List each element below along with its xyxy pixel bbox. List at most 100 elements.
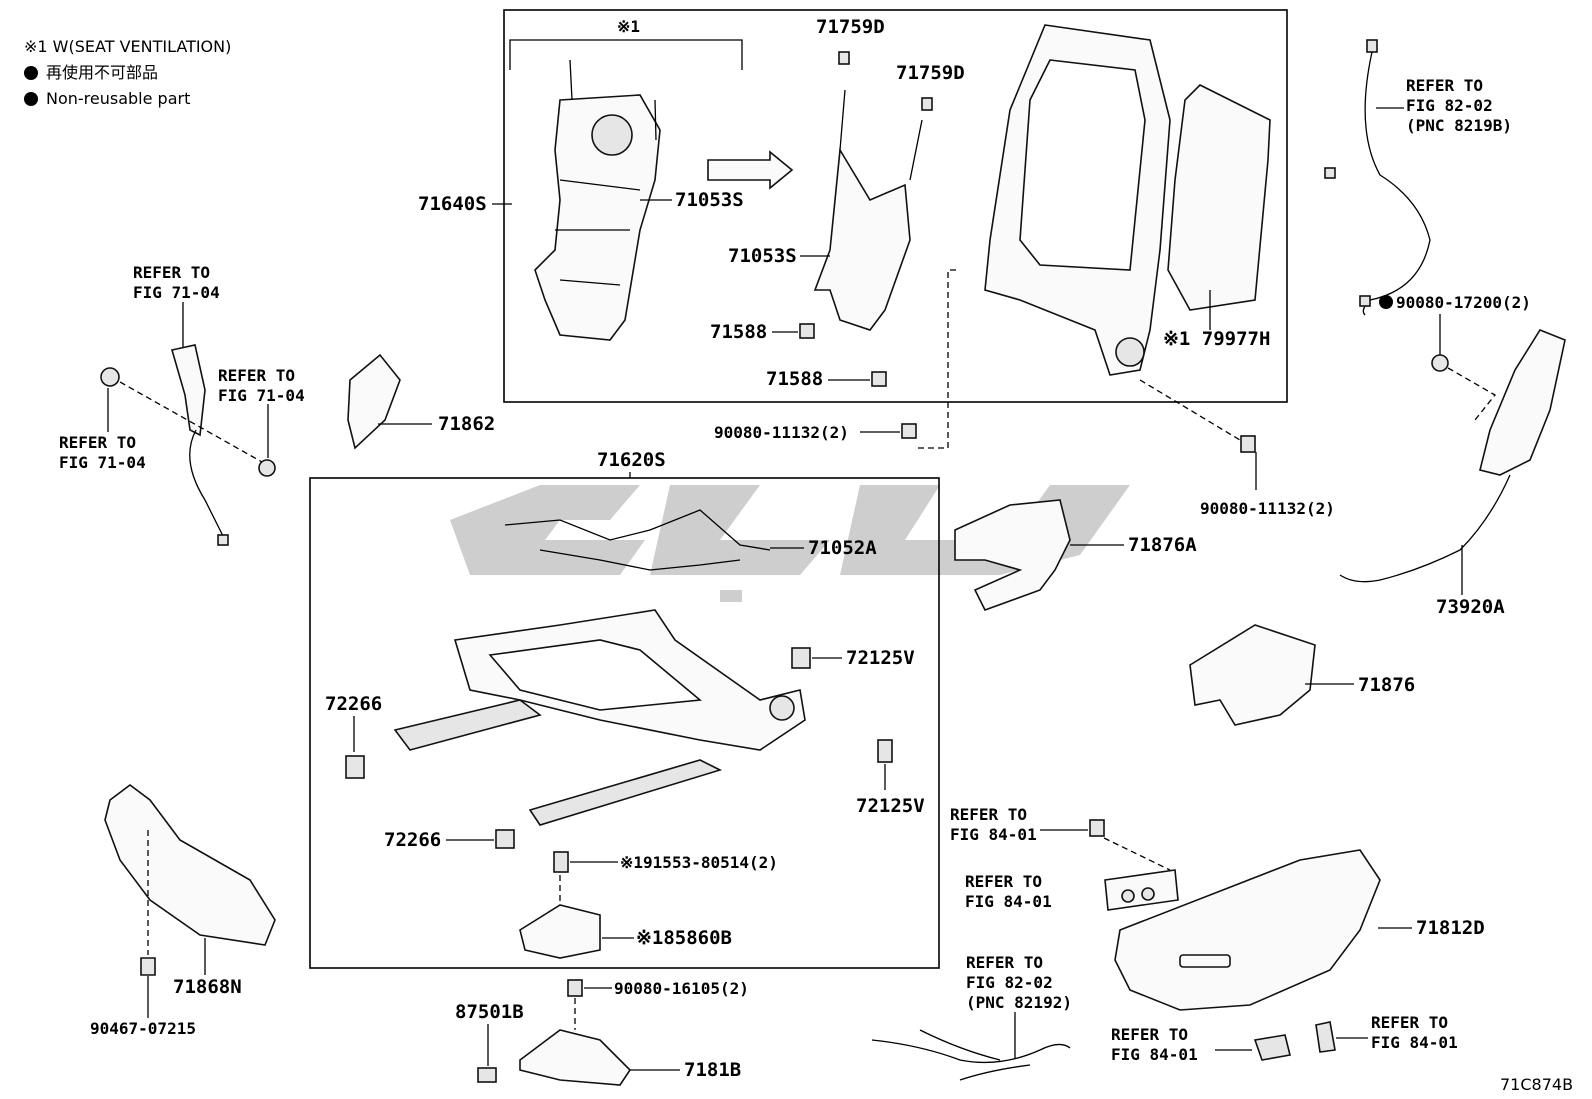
- nut-90080-17200: [1431, 354, 1449, 372]
- label-85860B: ※185860B: [636, 927, 732, 949]
- seat-shield-71812D: [1114, 849, 1381, 1011]
- bolt-90080-11132-b: [1240, 435, 1256, 453]
- switch-knob-b: [1315, 1021, 1336, 1053]
- seatback-pad-part: [534, 59, 661, 341]
- box-note-label: ※1: [617, 17, 640, 36]
- non-reusable-dot-icon: [24, 66, 38, 80]
- label-71759D-a: 71759D: [816, 16, 885, 38]
- non-reusable-jp-text: 再使用不可部品: [46, 63, 159, 82]
- legend-non-reusable-jp: 再使用不可部品: [24, 60, 231, 86]
- figure-code: 71C874B: [1500, 1075, 1573, 1094]
- cushion-cover-71868N: [104, 784, 276, 946]
- refer-5-line2: FIG 84-01: [950, 825, 1037, 844]
- wiring-harness-8219B: [1324, 39, 1431, 316]
- label-72266-b: 72266: [384, 829, 441, 851]
- bolt-90080-16105: [567, 979, 583, 997]
- lumbar-switch-part: [170, 344, 206, 437]
- refer-7-line2: FIG 82-02: [966, 973, 1053, 992]
- wiring-harness-82192: [871, 1029, 1071, 1081]
- cushion-frame-box: [309, 477, 940, 969]
- label-71588-b: 71588: [766, 368, 823, 390]
- refer-2-line1: REFER TO: [218, 366, 295, 385]
- seatback-pad-79977H: [1167, 84, 1271, 311]
- label-72125V-a: 72125V: [846, 647, 915, 669]
- lumbar-connector: [217, 534, 229, 546]
- knob-nut: [258, 459, 276, 477]
- label-71640S: 71640S: [418, 193, 487, 215]
- clip-71759D-b: [921, 97, 933, 111]
- label-73920A: 73920A: [1436, 596, 1505, 618]
- label-71868N: 71868N: [173, 976, 242, 998]
- label-7181B: 7181B: [684, 1059, 741, 1081]
- legend-ventilation-note: ※1 W(SEAT VENTILATION): [24, 34, 231, 60]
- ventilation-bracket: ※1: [509, 17, 743, 70]
- label-71053S-b: 71053S: [728, 245, 797, 267]
- clip-72266-b: [495, 829, 515, 849]
- seat-spring-71052A: [504, 509, 771, 571]
- refer-2-line2: FIG 71-04: [218, 386, 305, 405]
- label-79977H: ※1 79977H: [1163, 328, 1270, 350]
- label-90080-11132-a: 90080-11132(2): [714, 423, 849, 442]
- direction-arrow-icon: [707, 150, 794, 190]
- seat-cushion-frame-part: [393, 609, 806, 826]
- refer-1-line2: FIG 71-04: [133, 283, 220, 302]
- refer-9-line2: FIG 84-01: [1371, 1033, 1458, 1052]
- non-reusable-dot-icon: [24, 92, 38, 106]
- label-90080-16105: 90080-16105(2): [614, 979, 749, 998]
- refer-8-line2: FIG 84-01: [1111, 1045, 1198, 1064]
- clip-71588-b: [871, 371, 887, 387]
- bracket-72125V-a: [791, 647, 811, 669]
- clip-90467: [140, 957, 156, 976]
- label-72125V-b: 72125V: [856, 795, 925, 817]
- clip-71588-a: [799, 323, 815, 339]
- label-71862: 71862: [438, 413, 495, 435]
- bracket-72125V-b: [877, 739, 893, 763]
- non-reusable-en-text: Non-reusable part: [46, 89, 191, 108]
- label-71053S-a: 71053S: [675, 189, 744, 211]
- refer-6-line1: REFER TO: [965, 872, 1042, 891]
- seatback-frame-part: [984, 24, 1171, 376]
- ventilation-blower-85860B: [519, 904, 601, 959]
- seat-switch-base: [1104, 869, 1179, 911]
- label-71812D: 71812D: [1416, 917, 1485, 939]
- refer-3-line2: FIG 71-04: [59, 453, 146, 472]
- refer-1-line1: REFER TO: [133, 263, 210, 282]
- knob-cap: [100, 367, 120, 387]
- bolt-91553: [553, 851, 569, 873]
- side-airbag-73920A: [1479, 329, 1566, 476]
- label-90467: 90467-07215: [90, 1019, 196, 1038]
- switch-knob-a: [1253, 1034, 1291, 1061]
- refer-3-line1: REFER TO: [59, 433, 136, 452]
- legend-non-reusable-en: Non-reusable part: [24, 86, 231, 112]
- label-71759D-b: 71759D: [896, 62, 965, 84]
- label-90080-17200: 90080-17200(2): [1396, 293, 1531, 312]
- refer-8-line1: REFER TO: [1111, 1025, 1188, 1044]
- label-71052A: 71052A: [808, 537, 877, 559]
- refer-4-line1: REFER TO: [1406, 76, 1483, 95]
- seatback-frame-box: [503, 9, 1288, 403]
- label-71620S: 71620S: [597, 449, 666, 471]
- label-71588-a: 71588: [710, 321, 767, 343]
- refer-4-line2: FIG 82-02: [1406, 96, 1493, 115]
- label-91553: ※191553-80514(2): [620, 853, 778, 872]
- refer-5-line1: REFER TO: [950, 805, 1027, 824]
- refer-7-line1: REFER TO: [966, 953, 1043, 972]
- label-90080-11132-b: 90080-11132(2): [1200, 499, 1335, 518]
- connector-87501B: [477, 1067, 497, 1083]
- label-71876: 71876: [1358, 674, 1415, 696]
- legend: ※1 W(SEAT VENTILATION) 再使用不可部品 Non-reusa…: [24, 34, 231, 112]
- refer-9-line1: REFER TO: [1371, 1013, 1448, 1032]
- non-reusable-dot-icon: [1379, 295, 1393, 309]
- seat-adjuster-7181B: [519, 1029, 632, 1086]
- clip-72266-a: [345, 755, 365, 779]
- ventilation-note-text: ※1 W(SEAT VENTILATION): [24, 37, 232, 56]
- refer-4-line3: (PNC 8219B): [1406, 116, 1512, 135]
- bolt-90080-11132-a: [901, 423, 917, 439]
- cushion-shield-71876: [1189, 624, 1316, 726]
- recliner-cover-71876A: [954, 499, 1071, 611]
- refer-7-line3: (PNC 82192): [966, 993, 1072, 1012]
- refer-6-line2: FIG 84-01: [965, 892, 1052, 911]
- label-87501B: 87501B: [455, 1001, 524, 1023]
- clip-71759D-a: [838, 51, 850, 65]
